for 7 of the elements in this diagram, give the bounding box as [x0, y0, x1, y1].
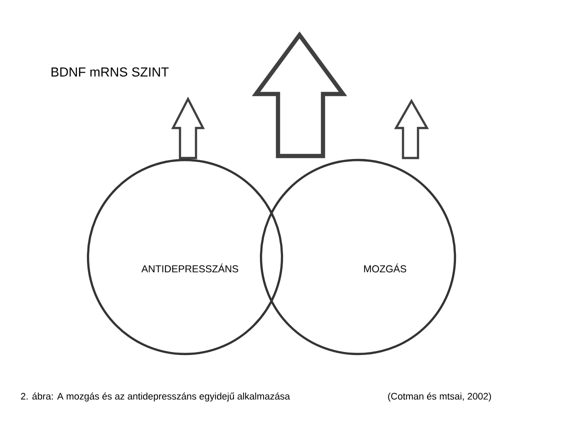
- circle: [86, 158, 284, 356]
- circle-label: MOZGÁS: [364, 264, 406, 272]
- circle-label: ANTIDEPRESSZÁNS: [141, 264, 238, 272]
- circle: [260, 158, 456, 356]
- citation: (Cotman és mtsai, 2002): [388, 392, 491, 402]
- caption: 2. ábra: A mozgás és az antidepresszáns egyidejű alkalmazása: [21, 392, 290, 402]
- title: BDNF mRNS SZINT: [52, 67, 169, 77]
